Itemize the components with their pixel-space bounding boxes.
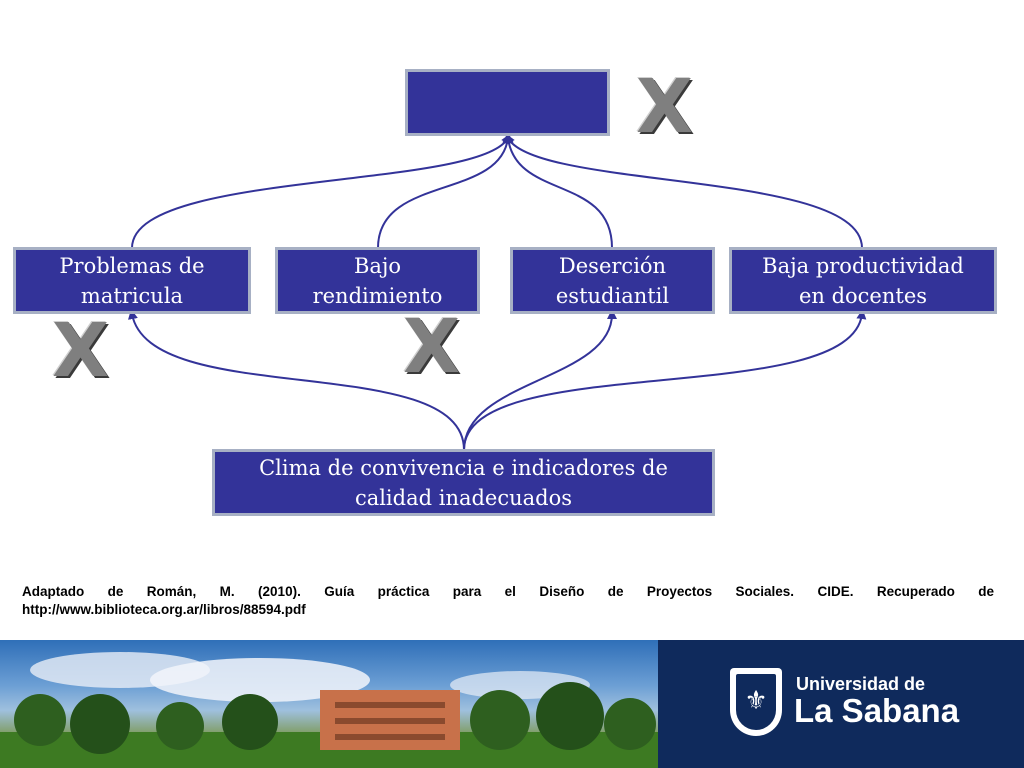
campus-illustration	[0, 652, 658, 768]
box-label-line1: Problemas de	[59, 253, 205, 278]
box-label-line2: calidad inadecuados	[354, 485, 573, 510]
box-problemas-de-matricula: Problemas de matricula	[13, 247, 251, 314]
box-baja-productividad: Baja productividad en docentes	[729, 247, 997, 314]
connector-rendimiento-to-top	[377, 133, 513, 249]
university-brand: ⚜ Universidad de La Sabana	[658, 640, 1024, 768]
university-crest-icon: ⚜	[730, 668, 782, 736]
footer-banner: ⚜ Universidad de La Sabana	[0, 640, 1024, 768]
box-label-line2: estudiantil	[555, 283, 670, 308]
connector-productividad-to-top	[505, 133, 863, 249]
box-desercion-estudiantil: Deserción estudiantil	[510, 247, 715, 314]
cross-mark-rendimiento: X	[403, 304, 461, 390]
box-clima-de-convivencia: Clima de convivencia e indicadores de ca…	[212, 449, 715, 516]
connector-desercion-to-top	[503, 133, 613, 249]
box-label-line2: rendimiento	[312, 283, 443, 308]
box-label-line1: Bajo	[353, 253, 402, 278]
box-label-line2: matricula	[80, 283, 184, 308]
connector-clima-to-matricula	[128, 309, 465, 451]
top-outcome-box	[405, 69, 610, 136]
university-name-line2: La Sabana	[794, 692, 960, 729]
citation-line1: Adaptado de Román, M. (2010). Guía práct…	[22, 584, 994, 599]
citation-url: http://www.biblioteca.org.ar/libros/8859…	[22, 602, 306, 617]
box-label-line1: Baja productividad	[762, 253, 964, 278]
connector-clima-to-productividad	[463, 309, 867, 451]
diagram-connectors	[128, 133, 867, 451]
connector-clima-to-desercion	[463, 309, 617, 451]
campus-photo	[0, 640, 658, 768]
connector-matricula-to-top	[131, 133, 511, 249]
citation-text: Adaptado de Román, M. (2010). Guía práct…	[22, 583, 994, 619]
box-label-line2: en docentes	[798, 283, 928, 308]
box-label-line1: Clima de convivencia e indicadores de	[259, 455, 668, 480]
cross-mark-top: X	[636, 64, 694, 150]
cross-mark-matricula: X	[52, 308, 110, 394]
university-name-line1: Universidad de	[796, 674, 926, 694]
box-label-line1: Deserción	[558, 253, 667, 278]
box-bajo-rendimiento: Bajo rendimiento	[275, 247, 480, 314]
